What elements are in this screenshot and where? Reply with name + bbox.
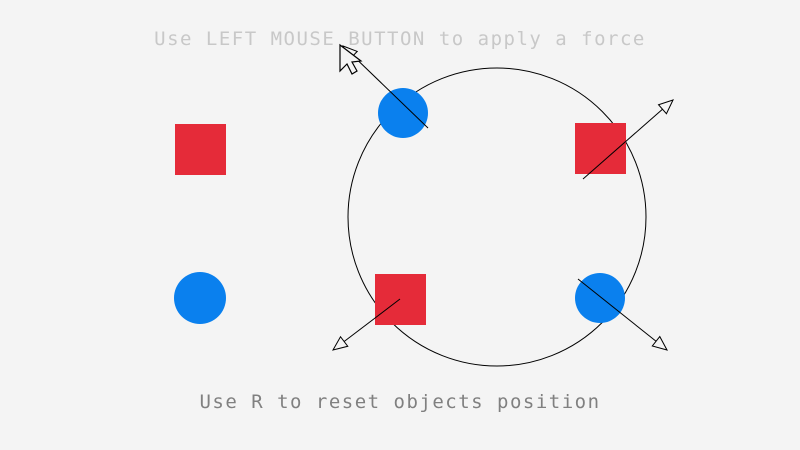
force-arrow-bottom-right — [577, 278, 668, 351]
constrained-square-bottom[interactable] — [375, 274, 426, 325]
force-arrow-top-right — [582, 99, 674, 180]
force-vectors — [331, 45, 674, 351]
constrained-circle-top[interactable] — [378, 88, 428, 138]
free-square-left[interactable] — [175, 124, 226, 175]
constrained-circle-bottom-right[interactable] — [575, 273, 625, 323]
hint-text-reset: Use R to reset objects position — [199, 391, 601, 413]
mouse-cursor — [339, 43, 363, 75]
force-arrow-bottom-left — [331, 298, 401, 351]
constraint-circle — [347, 67, 647, 367]
hint-text-apply-force: Use LEFT MOUSE BUTTON to apply a force — [154, 28, 646, 50]
free-circle-left[interactable] — [174, 272, 226, 324]
